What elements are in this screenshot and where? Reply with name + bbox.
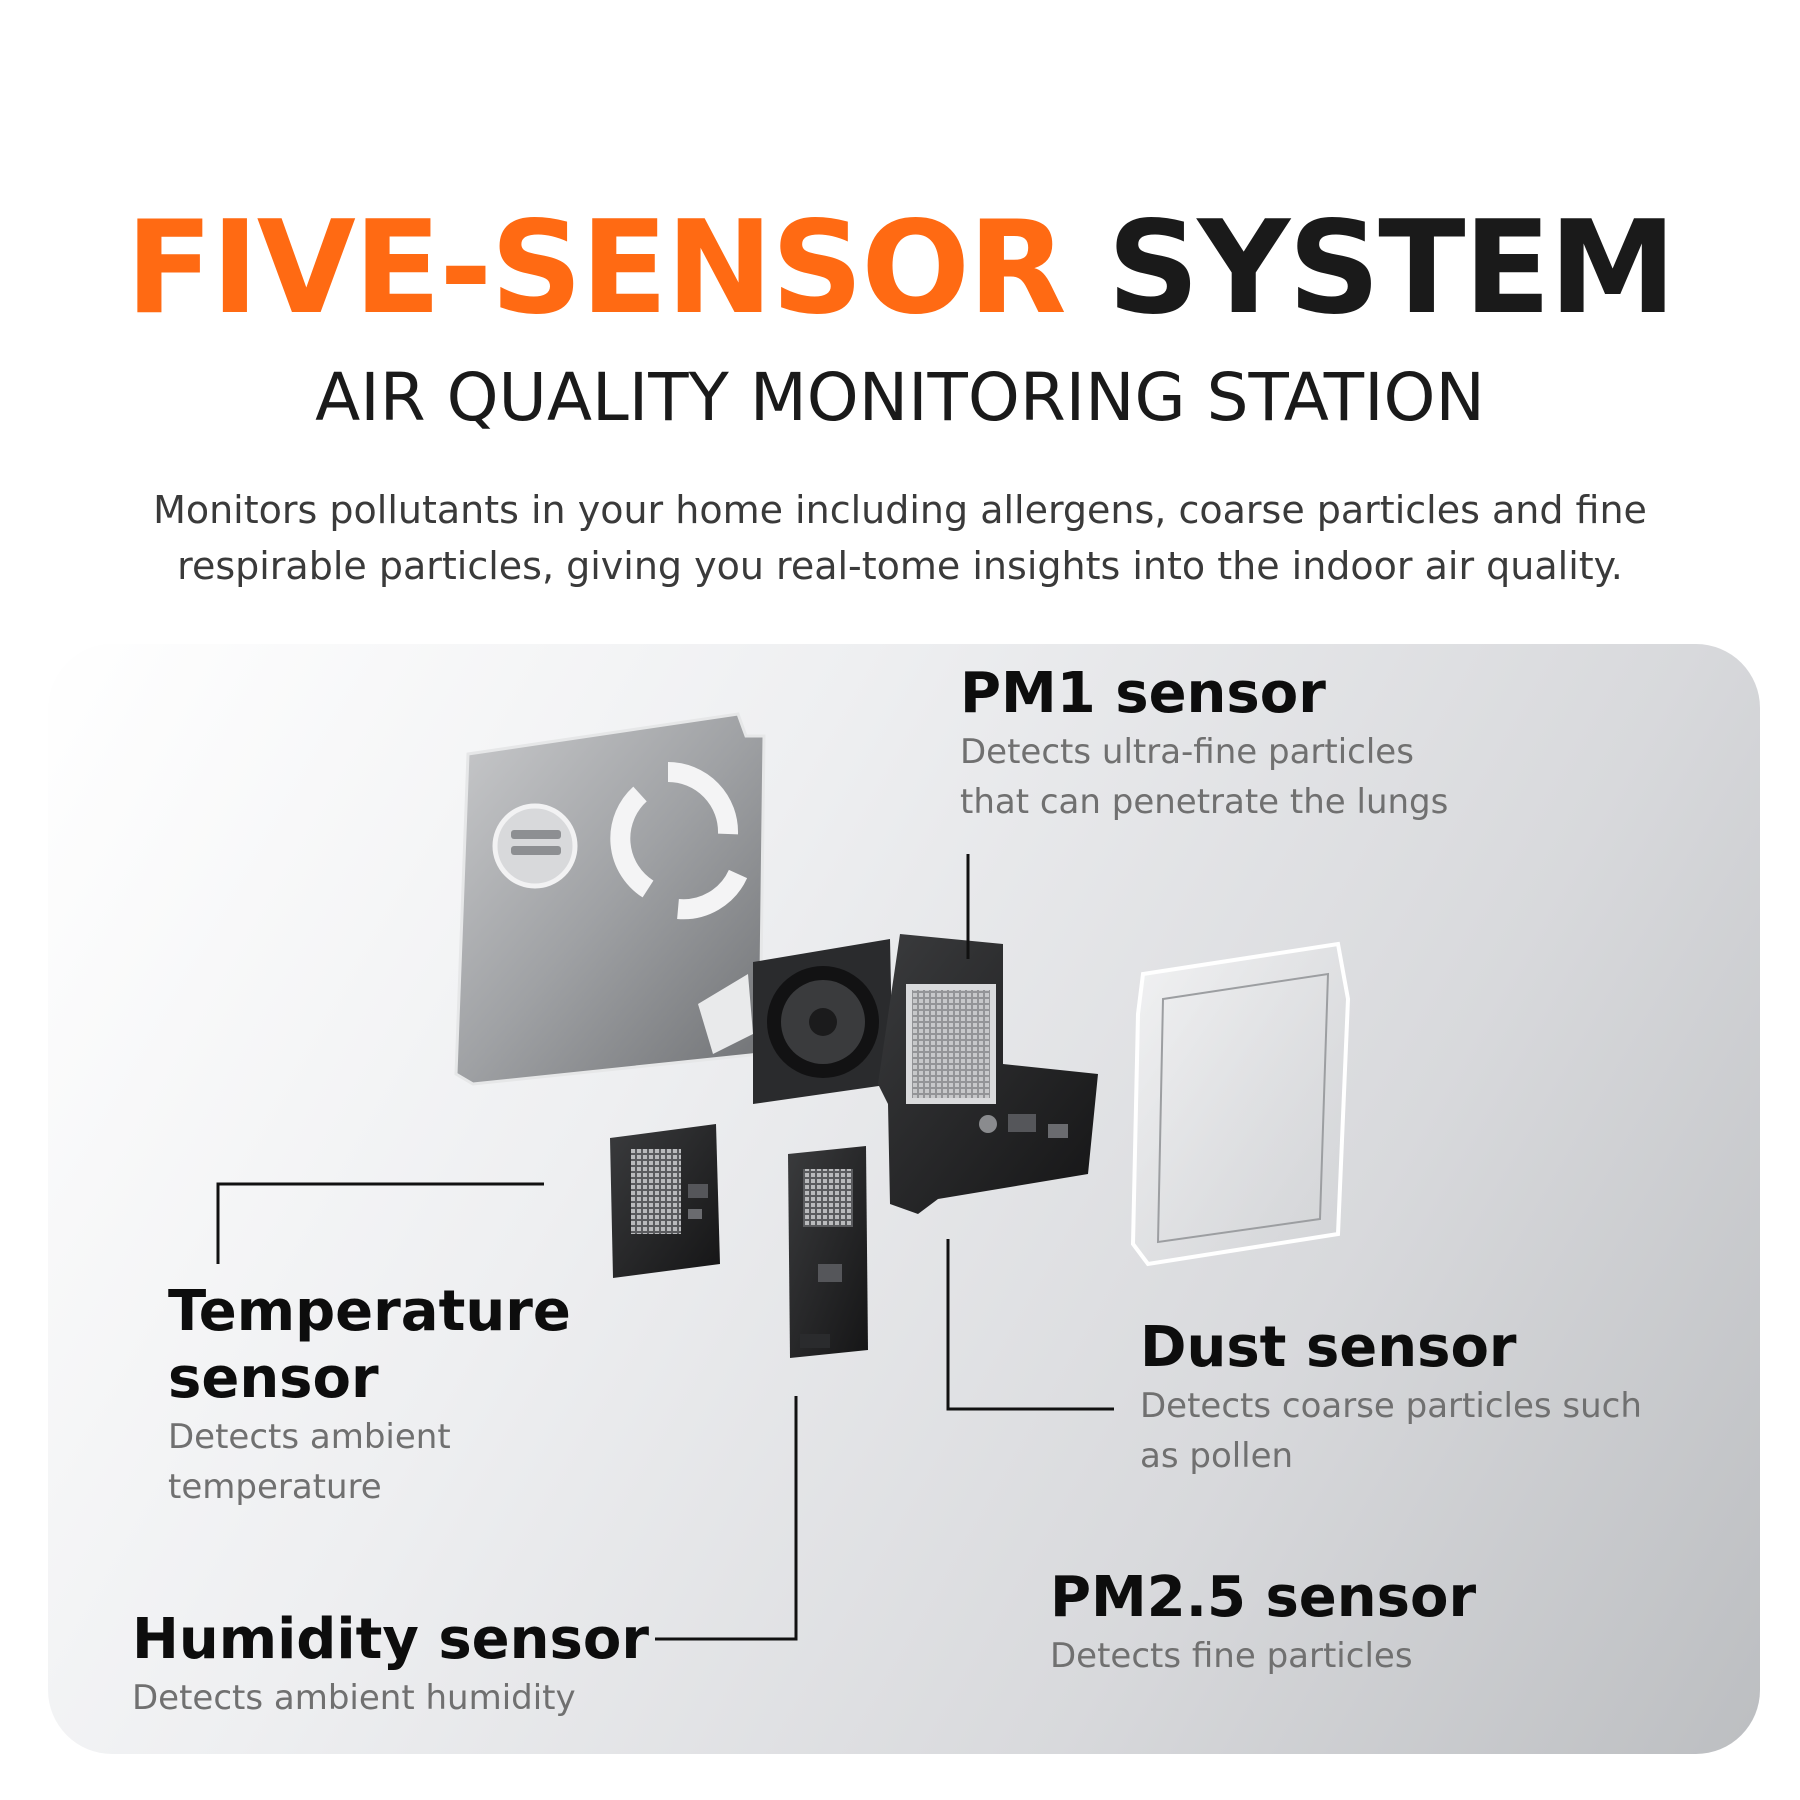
dust-sensor-desc-line-2: as pollen [1140, 1436, 1294, 1477]
humidity-sensor-desc-line-1: Detects ambient humidity [132, 1678, 576, 1719]
humidity-sensor-board [788, 1146, 868, 1358]
temperature-sensor-desc-line-2: temperature [168, 1467, 382, 1508]
pm1-sensor-label: PM1 sensor Detects ultra-fine particles … [960, 660, 1448, 827]
intro-line-1: Monitors pollutants in your home includi… [153, 488, 1647, 532]
temperature-connector [216, 1182, 544, 1264]
pm1-sensor-desc-line-1: Detects ultra-fine particles [960, 732, 1414, 773]
temperature-sensor-title-line-1: Temperature [168, 1279, 571, 1344]
metal-cover-plate [454, 712, 766, 1086]
subheadline: AIR QUALITY MONITORING STATION [315, 359, 1485, 436]
transparent-frame [1130, 941, 1351, 1267]
dust-sensor-label: Dust sensor Detects coarse particles suc… [1140, 1314, 1642, 1481]
temperature-sensor-title-line-2: sensor [168, 1346, 379, 1412]
dust-sensor-desc-line-1: Detects coarse particles such [1140, 1386, 1642, 1427]
label-connectors [216, 854, 1114, 1641]
dust-connector [946, 1239, 1114, 1411]
temperature-sensor-board [610, 1124, 720, 1278]
pm25-sensor-label: PM2.5 sensor Detects fine particles [1050, 1564, 1476, 1681]
pm25-sensor-desc-line-1: Detects fine particles [1050, 1636, 1413, 1677]
humidity-connector [655, 1396, 798, 1641]
pm1-sensor-desc-line-2: that can penetrate the lungs [960, 782, 1449, 823]
exploded-device-illustration [454, 712, 1351, 1358]
intro-line-2: respirable particles, giving you real-to… [177, 544, 1623, 588]
headline-accent: FIVE-SENSOR [125, 194, 1067, 343]
intro-text: Monitors pollutants in your home includi… [60, 482, 1740, 594]
sensor-panel: PM1 sensor Detects ultra-fine particles … [48, 644, 1760, 1754]
humidity-sensor-label: Humidity sensor Detects ambient humidity [132, 1606, 649, 1723]
fan-module [753, 939, 893, 1104]
pm25-sensor-title: PM2.5 sensor [1050, 1565, 1477, 1630]
temperature-sensor-label: Temperature sensor Detects ambient tempe… [168, 1278, 571, 1512]
humidity-sensor-title: Humidity sensor [132, 1607, 649, 1672]
headline: FIVE-SENSOR SYSTEM [0, 205, 1800, 333]
main-circuit-board [878, 934, 1098, 1214]
headline-rest: SYSTEM [1107, 194, 1676, 343]
temperature-sensor-desc-line-1: Detects ambient [168, 1417, 451, 1458]
dust-sensor-title: Dust sensor [1140, 1315, 1517, 1380]
pm1-sensor-title: PM1 sensor [960, 661, 1326, 726]
